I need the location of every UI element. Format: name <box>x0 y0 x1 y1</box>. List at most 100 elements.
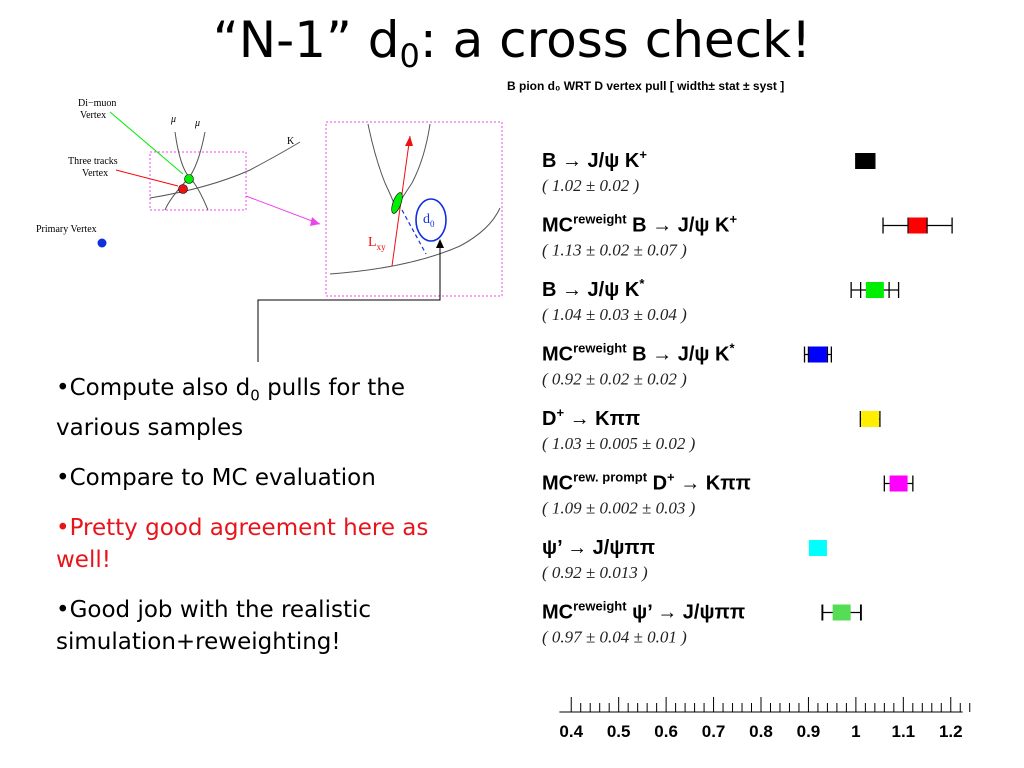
chart-row: MCreweight B → J/ψ K*( 0.92 ± 0.02 ± 0.0… <box>542 341 832 389</box>
row-label-sup: + <box>639 147 647 162</box>
row-label-sup: + <box>729 212 737 227</box>
chart-rows: B → J/ψ K+( 1.02 ± 0.02 )MCreweight B → … <box>542 147 953 647</box>
chart-row: ψ’ → J/ψππ ( 0.92 ± 0.013 ) <box>542 537 827 582</box>
chart-row: MCreweight ψ’ → J/ψππ ( 0.97 ± 0.04 ± 0.0… <box>542 599 862 647</box>
chart-row: MCrew. prompt D+ → Kππ ( 1.09 ± 0.002 ± 0… <box>542 470 914 518</box>
tick-label: 0.4 <box>559 722 583 741</box>
pull-width-chart: B pion d₀ WRT D vertex pull [ width± sta… <box>507 79 971 741</box>
tick-label: 0.5 <box>607 722 631 741</box>
three-tracks-arrow <box>115 169 179 187</box>
dimuon-arrow <box>109 111 184 175</box>
row-label: ψ’ → J/ψππ <box>542 537 655 559</box>
value-marker <box>865 282 884 298</box>
row-label-prefix-sup: rew. prompt <box>573 470 648 485</box>
bullet-3: •Pretty good agreement here as well! <box>56 514 429 573</box>
chart-title: B pion d₀ WRT D vertex pull [ width± sta… <box>507 79 784 93</box>
row-label-main: ψ’ → J/ψππ <box>632 602 745 624</box>
muon-label-2: μ <box>194 118 200 129</box>
row-label-sup: * <box>729 341 735 356</box>
value-marker <box>856 153 875 169</box>
row-label-prefix: MC <box>542 473 573 495</box>
row-values: ( 0.92 ± 0.013 ) <box>542 563 648 582</box>
chart-row: B → J/ψ K+( 1.02 ± 0.02 ) <box>542 147 876 195</box>
tick-label: 1 <box>851 722 860 741</box>
d0-circle <box>415 198 447 242</box>
dimuon-vertex-label-2: Vertex <box>80 110 106 121</box>
row-label: D+ → Kππ <box>542 405 640 430</box>
row-label: B → J/ψ K+ <box>542 147 647 172</box>
row-label-prefix: MC <box>542 215 573 237</box>
row-label: MCreweight B → J/ψ K+ <box>542 212 737 237</box>
row-label-prefix-sup: reweight <box>573 212 627 227</box>
zoom-kaon-track <box>329 207 501 275</box>
value-marker <box>861 411 880 427</box>
callout-line <box>257 246 441 362</box>
zoom-box-large <box>325 121 503 297</box>
tick-label: 0.6 <box>654 722 678 741</box>
row-label-main: B → J/ψ K <box>632 344 730 366</box>
value-marker <box>808 540 827 556</box>
row-values: ( 1.04 ± 0.03 ± 0.04 ) <box>542 305 687 324</box>
row-label-prefix-sup: reweight <box>573 599 627 614</box>
chart-row: MCreweight B → J/ψ K+ ( 1.13 ± 0.02 ± 0.0… <box>542 212 953 260</box>
lxy-label: Lxy <box>368 235 386 252</box>
row-label-main: D <box>542 408 556 430</box>
bullet-2: •Compare to MC evaluation <box>56 464 376 491</box>
three-tracks-label-2: Vertex <box>82 168 108 179</box>
row-label-post: → Kππ <box>675 473 751 495</box>
value-marker <box>808 346 827 363</box>
row-label-main: B → J/ψ K <box>542 279 640 301</box>
bullet-list: •Compute also d0 pulls for the various s… <box>56 372 476 676</box>
zoom-vertex <box>391 192 403 214</box>
row-label: MCrew. prompt D+ → Kππ <box>542 470 751 495</box>
row-label: B → J/ψ K* <box>542 276 645 301</box>
zoom-box-small <box>149 151 247 211</box>
vertex-diagram: Di−muon Vertex Three tracks Vertex Prima… <box>36 98 503 362</box>
row-label-main: B → J/ψ K <box>632 215 730 237</box>
row-label-main: D <box>653 473 667 495</box>
row-label-prefix: MC <box>542 344 573 366</box>
page-title: “N-1” d0: a cross check! <box>0 4 1024 92</box>
row-label-prefix: MC <box>542 602 573 624</box>
chart-row: B → J/ψ K* ( 1.04 ± 0.03 ± 0.04 ) <box>542 276 900 324</box>
row-label-prefix-sup: reweight <box>573 341 627 356</box>
callout-arrow-head <box>436 239 444 248</box>
three-tracks-vertex-dot <box>178 184 188 194</box>
muon-label-1: μ <box>170 114 176 125</box>
tick-label: 1.2 <box>939 722 963 741</box>
row-values: ( 0.97 ± 0.04 ± 0.01 ) <box>542 628 687 647</box>
value-marker <box>908 217 927 234</box>
lxy-arrow-head <box>405 136 413 146</box>
dimuon-vertex-dot <box>184 174 194 184</box>
tick-label: 1.1 <box>892 722 916 741</box>
zoom-arrow-head <box>310 217 320 226</box>
tick-label: 0.7 <box>702 722 726 741</box>
row-label-sup: + <box>667 470 675 485</box>
title-subscript: 0 <box>399 37 420 75</box>
row-values: ( 1.03 ± 0.005 ± 0.02 ) <box>542 434 696 453</box>
three-tracks-label: Three tracks <box>68 156 118 167</box>
bullet-1: •Compute also d0 pulls for the various s… <box>56 375 406 441</box>
title-main: “N-1” d <box>212 11 400 69</box>
primary-vertex-label: Primary Vertex <box>36 224 97 235</box>
primary-vertex-dot <box>97 238 107 248</box>
chart-row: D+ → Kππ ( 1.03 ± 0.005 ± 0.02 ) <box>542 405 881 453</box>
zoom-arrow <box>245 195 321 225</box>
value-marker <box>832 604 851 621</box>
row-label-main: ψ’ → J/ψππ <box>542 537 655 559</box>
row-values: ( 1.09 ± 0.002 ± 0.03 ) <box>542 499 696 518</box>
row-label: MCreweight ψ’ → J/ψππ <box>542 599 745 624</box>
row-label-post: → Kππ <box>564 408 640 430</box>
kaon-track <box>149 141 301 199</box>
title-tail: : a cross check! <box>419 11 812 69</box>
tick-label: 0.8 <box>749 722 773 741</box>
zoom-track-1 <box>367 123 397 209</box>
d0-label: d0 <box>423 212 435 229</box>
dimuon-vertex-label: Di−muon <box>78 98 116 109</box>
row-values: ( 1.13 ± 0.02 ± 0.07 ) <box>542 241 687 260</box>
row-label: MCreweight B → J/ψ K* <box>542 341 735 366</box>
row-label-main: B → J/ψ K <box>542 150 640 172</box>
bullet-4: •Good job with the realistic simulation+… <box>56 596 371 655</box>
row-values: ( 1.02 ± 0.02 ) <box>542 176 639 195</box>
